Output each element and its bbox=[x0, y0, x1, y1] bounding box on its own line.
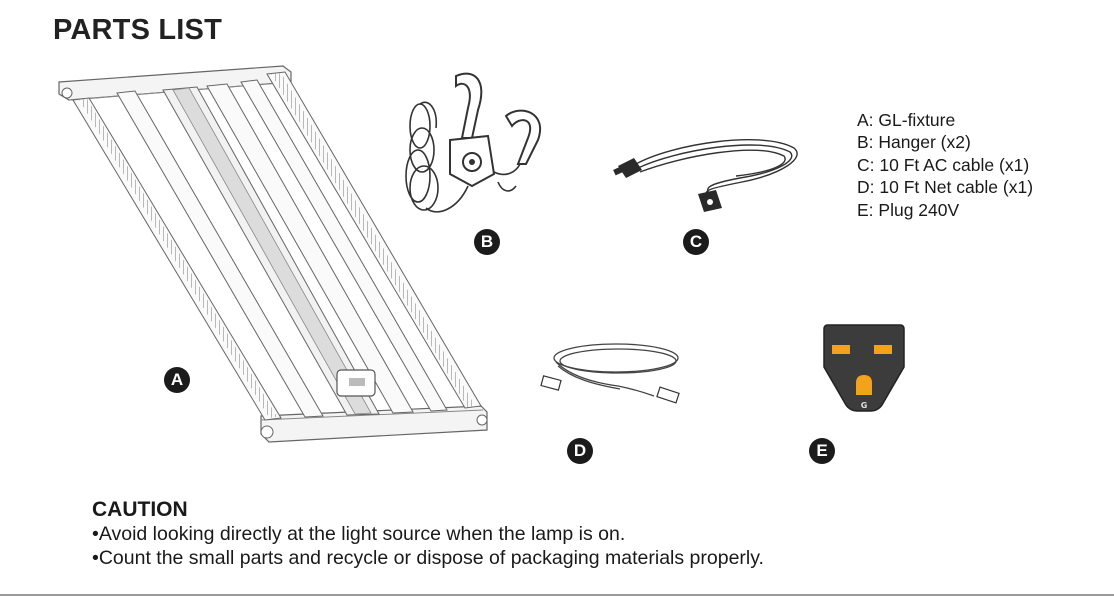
legend-item-b: B: Hanger (x2) bbox=[857, 132, 971, 153]
caution-item: •Count the small parts and recycle or di… bbox=[92, 547, 764, 569]
bottom-divider bbox=[0, 594, 1114, 596]
part-a-marker: A bbox=[164, 367, 190, 393]
page-title: PARTS LIST bbox=[53, 14, 223, 46]
net-cable-illustration bbox=[540, 343, 680, 404]
legend-item-e: E: Plug 240V bbox=[857, 199, 960, 220]
plug-ground-label: G bbox=[861, 401, 868, 410]
part-e-marker: E bbox=[809, 438, 835, 464]
parts-legend: A: GL-fixture B: Hanger (x2) C: 10 Ft AC… bbox=[857, 109, 1033, 221]
plug-illustration: G bbox=[823, 324, 905, 412]
caution-section: CAUTION •Avoid looking directly at the l… bbox=[92, 497, 764, 570]
caution-item: •Avoid looking directly at the light sou… bbox=[92, 523, 626, 545]
hanger-illustration bbox=[405, 72, 541, 213]
legend-item-c: C: 10 Ft AC cable (x1) bbox=[857, 154, 1030, 175]
part-d-marker: D bbox=[567, 438, 593, 464]
part-b-marker: B bbox=[474, 229, 500, 255]
legend-item-d: D: 10 Ft Net cable (x1) bbox=[857, 177, 1034, 198]
caution-heading: CAUTION bbox=[92, 498, 188, 521]
ac-cable-illustration bbox=[613, 139, 798, 212]
fixture-illustration bbox=[58, 65, 488, 443]
legend-item-a: A: GL-fixture bbox=[857, 110, 956, 130]
part-c-marker: C bbox=[683, 229, 709, 255]
